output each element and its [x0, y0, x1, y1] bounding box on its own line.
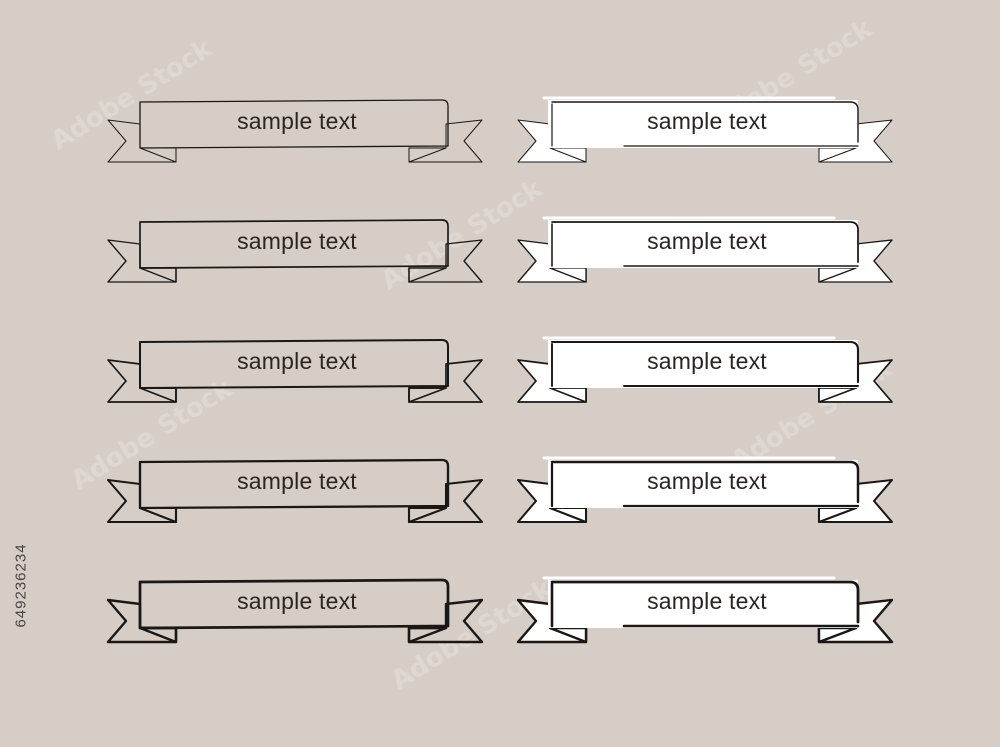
ribbon-band-top-stroke: [550, 340, 860, 384]
ribbon-band-side-stroke: [551, 223, 859, 267]
ribbon-right-fold: [407, 506, 448, 524]
ribbon-banner-filled: sample text: [514, 452, 904, 532]
ribbon-band-side-stroke: [550, 582, 860, 628]
ribbon-label: sample text: [647, 588, 767, 614]
ribbon-left-fold: [139, 267, 177, 283]
ribbon-label: sample text: [647, 108, 767, 134]
ribbon-label: sample text: [237, 468, 357, 494]
ribbon-band-outline: [138, 458, 450, 510]
ribbon-shape: [517, 96, 893, 163]
ribbon-band-top-stroke: [550, 580, 860, 624]
ribbon-banner-outline: sample text: [104, 92, 494, 172]
ribbon-label: sample text: [647, 348, 767, 374]
ribbon-band-side-stroke: [551, 103, 859, 147]
ribbon-shape: [107, 219, 483, 283]
ribbon-band-outline: [139, 219, 449, 269]
ribbon-right-fold: [407, 626, 448, 644]
ribbon-band-side-stroke: [551, 343, 859, 387]
ribbon-band-top-stroke: [551, 101, 859, 143]
ribbon-shape: [517, 336, 893, 403]
ribbon-shape: [106, 458, 484, 524]
stock-id-watermark: 649236234: [6, 500, 36, 670]
ribbon-label: sample text: [237, 228, 357, 254]
ribbon-right-fold: [408, 387, 447, 403]
ribbon-left-fold: [138, 626, 178, 644]
ribbon-band-outline: [139, 339, 449, 389]
ribbon-right-fold: [408, 267, 447, 283]
ribbon-band-fill: [548, 460, 858, 508]
stock-id-text: 649236234: [12, 542, 30, 628]
ribbon-banner-outline: sample text: [104, 572, 494, 652]
ribbon-banner-outline: sample text: [104, 212, 494, 292]
ribbon-left-fold: [138, 506, 178, 524]
ribbon-band-outline: [139, 99, 449, 149]
ribbon-shape: [107, 99, 483, 163]
ribbon-label: sample text: [647, 468, 767, 494]
ribbon-banner-outline: sample text: [104, 452, 494, 532]
ribbon-band-fill: [548, 220, 858, 268]
ribbon-left-fold: [139, 387, 177, 403]
ribbon-banner-filled: sample text: [514, 332, 904, 412]
ribbon-banner-filled: sample text: [514, 212, 904, 292]
ribbon-right-fold: [408, 147, 447, 163]
ribbon-shape: [516, 576, 894, 644]
ribbon-label: sample text: [237, 348, 357, 374]
ribbon-band-fill: [548, 100, 858, 148]
ribbon-label: sample text: [237, 108, 357, 134]
ribbon-shape: [516, 456, 894, 524]
ribbon-shape: [517, 216, 893, 283]
ribbon-band-fill: [548, 580, 858, 628]
ribbon-banner-filled: sample text: [514, 92, 904, 172]
ribbon-band-fill: [548, 340, 858, 388]
ribbon-band-side-stroke: [550, 462, 860, 508]
ribbon-band-top-stroke: [551, 221, 859, 263]
ribbon-band-outline: [138, 578, 450, 630]
ribbon-label: sample text: [647, 228, 767, 254]
ribbon-band-top-stroke: [550, 460, 860, 504]
ribbon-banner-filled: sample text: [514, 572, 904, 652]
ribbon-label: sample text: [237, 588, 357, 614]
ribbon-banner-outline: sample text: [104, 332, 494, 412]
ribbon-shape: [106, 578, 484, 644]
ribbon-shape: [107, 339, 483, 403]
ribbon-left-fold: [139, 147, 177, 163]
